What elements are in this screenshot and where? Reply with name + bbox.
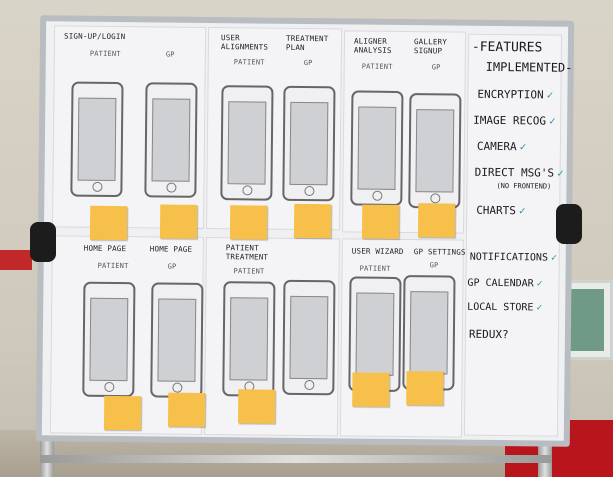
sticky-note	[229, 205, 268, 240]
subheading: GP	[167, 262, 177, 271]
phone-wireframe	[408, 93, 462, 209]
sticky-note	[361, 204, 400, 239]
check-icon: ✓	[536, 278, 543, 290]
sticky-note	[406, 371, 444, 406]
phone-wireframe	[144, 82, 198, 198]
sticky-note	[293, 203, 332, 239]
phone-wireframe	[222, 281, 276, 397]
stand-base	[40, 455, 552, 463]
heading: HOME PAGE	[83, 243, 127, 254]
heading: GALLERY SIGNUP	[413, 37, 448, 56]
heading: ALIGNER ANALYSIS	[353, 36, 392, 55]
heading: USER ALIGNMENTS	[220, 33, 269, 52]
check-icon: ✓	[546, 88, 554, 102]
phone-wireframe	[82, 281, 136, 398]
check-icon: ✓	[519, 140, 527, 154]
check-icon: ✓	[548, 114, 556, 128]
phone-wireframe	[282, 85, 336, 202]
board-clamp-left	[30, 222, 56, 262]
subheading: PATIENT	[233, 267, 265, 276]
wall-fixture	[0, 250, 32, 270]
feature-item: REDUX?	[468, 327, 509, 342]
sticky-note	[167, 392, 206, 427]
heading: TREATMENT PLAN	[285, 33, 329, 52]
feature-item: ENCRYPTION✓	[477, 87, 554, 102]
feature-item: CAMERA✓	[476, 139, 527, 154]
heading: PATIENT TREATMENT	[225, 243, 269, 262]
feature-item: IMAGE RECOG✓	[473, 113, 556, 128]
features-title: -FEATURES	[471, 39, 543, 56]
phone-wireframe	[350, 90, 404, 207]
phone-wireframe	[282, 279, 336, 396]
subheading: PATIENT	[97, 261, 129, 271]
check-icon: ✓	[550, 252, 558, 264]
subheading: PATIENT	[361, 62, 393, 71]
subheading: GP	[431, 63, 441, 72]
feature-item: GP CALENDAR✓	[467, 277, 543, 290]
phone-wireframe	[150, 282, 204, 398]
feature-item: NOTIFICATIONS✓	[469, 251, 558, 264]
subheading: PATIENT	[359, 264, 391, 273]
subheading: GP	[165, 50, 175, 59]
feature-item: CHARTS✓	[476, 203, 526, 218]
sticky-note	[417, 203, 456, 238]
sticky-note	[103, 395, 142, 431]
subheading: GP	[429, 261, 439, 270]
check-icon: ✓	[536, 302, 543, 314]
feature-note: (NO FRONTEND)	[496, 182, 552, 191]
check-icon: ✓	[557, 166, 564, 180]
heading: HOME PAGE	[149, 244, 193, 254]
feature-item: DIRECT MSG'S✓	[474, 165, 564, 180]
heading: SIGN-UP/LOGIN	[63, 31, 126, 42]
sticky-note	[237, 389, 276, 424]
feature-item: LOCAL STORE✓	[467, 301, 543, 314]
subheading: PATIENT	[89, 49, 121, 59]
heading: USER WIZARD	[351, 246, 404, 257]
check-icon: ✓	[518, 204, 526, 218]
board-clamp-right	[556, 204, 582, 244]
sticky-note	[352, 372, 390, 407]
whiteboard-surface: SIGN-UP/LOGIN PATIENT GP USER ALIGNMENTS…	[41, 21, 573, 441]
phone-wireframe	[70, 81, 124, 198]
sticky-note	[89, 205, 128, 241]
heading: GP SETTINGS	[413, 247, 466, 257]
whiteboard: SIGN-UP/LOGIN PATIENT GP USER ALIGNMENTS…	[35, 15, 575, 447]
sticky-note	[159, 204, 198, 239]
phone-wireframe	[220, 85, 274, 201]
subheading: GP	[303, 58, 313, 68]
subheading: PATIENT	[233, 58, 265, 67]
features-subtitle: IMPLEMENTED-	[485, 59, 573, 75]
